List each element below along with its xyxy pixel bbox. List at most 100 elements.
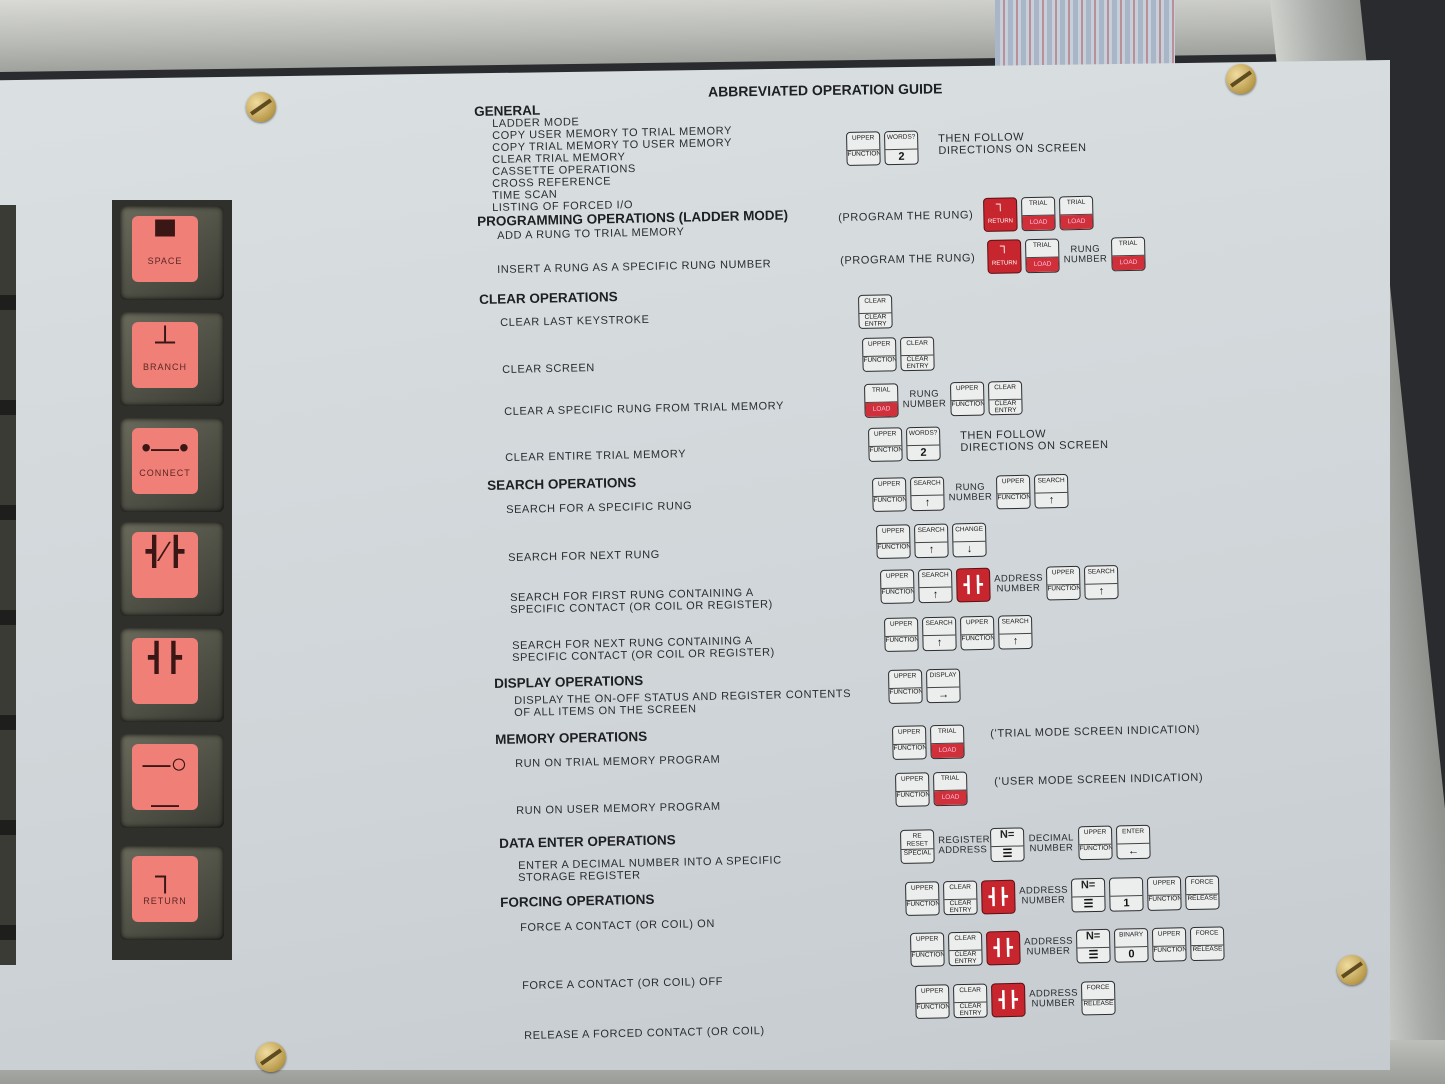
key-top-label: N= — [1076, 929, 1110, 948]
return-key-small[interactable]: ┐RETURN — [983, 197, 1018, 232]
one-key[interactable]: 1 — [1108, 877, 1144, 912]
search-up-key[interactable]: SEARCH↑ — [997, 614, 1033, 650]
equals-bars-icon: ☰ — [1002, 847, 1013, 860]
contact-key[interactable]: ┫┣ — [980, 879, 1016, 915]
return-icon: ┐ — [999, 239, 1009, 253]
key-top-label: SEARCH — [1034, 474, 1068, 494]
key-top-label: SEARCH — [915, 524, 948, 543]
key-bottom-label: LOAD — [865, 401, 898, 417]
down-arrow-icon: ↓ — [966, 542, 973, 555]
key-top-label: TRIAL — [865, 384, 898, 403]
n-equals-key[interactable]: N=☰ — [1070, 877, 1106, 913]
display-right-key[interactable]: DISPLAY→ — [925, 668, 961, 704]
space-key[interactable]: ▀SPACE — [120, 206, 224, 300]
key-top-label: N= — [1071, 878, 1105, 897]
key-top-label: FORCE — [1185, 876, 1219, 895]
contact-key[interactable]: ┫┣ — [990, 982, 1026, 1018]
key-top-label: TRIAL — [1111, 237, 1145, 256]
key-top-label: UPPER — [881, 570, 914, 589]
coil-key[interactable]: —○— — [120, 734, 224, 828]
contact-key[interactable]: ┫┣ — [955, 567, 991, 603]
search-up-key[interactable]: SEARCH↑ — [917, 568, 953, 604]
search-up-key[interactable]: SEARCH↑ — [921, 616, 957, 652]
key-bottom-label: CLEAR ENTRY — [864, 312, 887, 328]
key-top-label: SEARCH — [919, 569, 952, 588]
words-2-key[interactable]: WORDS?2 — [905, 426, 941, 462]
nc-contact-key[interactable]: ┫∕┣ — [120, 522, 224, 616]
search-up-key[interactable]: SEARCH↑ — [1033, 473, 1069, 509]
clear-entire-note: THEN FOLLOW DIRECTIONS ON SCREEN — [960, 428, 1109, 454]
key-bottom-label: LOAD — [1022, 215, 1055, 231]
key-top-label: CLEAR — [954, 984, 987, 1003]
return-key[interactable]: ┐RETURN — [120, 846, 224, 940]
key-bottom-label: SPECIAL — [903, 849, 932, 857]
return-key-small[interactable]: ┐ RETURN — [987, 239, 1022, 274]
key-top-label: UPPER — [885, 618, 918, 637]
coil-icon: —○— — [142, 748, 188, 819]
words-2-key[interactable]: WORDS?2 — [883, 130, 919, 166]
n-equals-key[interactable]: N=☰ — [989, 827, 1025, 863]
key-bottom-label: LOAD — [934, 790, 967, 806]
enter-key[interactable]: ENTER← — [1115, 824, 1151, 860]
key-bottom-label: RETURN — [991, 259, 1018, 267]
branch-key[interactable]: ┴BRANCH — [120, 312, 224, 406]
left-arrow-icon: ← — [1127, 844, 1140, 857]
search-up-key[interactable]: SEARCH↑ — [1083, 565, 1119, 600]
contact-icon: ┫┣ — [993, 939, 1014, 958]
key-top-label: RE RESET — [901, 830, 934, 850]
contact-key[interactable]: ┫┣ — [985, 930, 1021, 966]
search-up-key[interactable]: SEARCH↑ — [909, 476, 945, 512]
change-down-key[interactable]: CHANGE↓ — [951, 522, 987, 558]
key-bottom-label: FUNCTION — [1047, 584, 1081, 592]
address-number-label: ADDRESS NUMBER — [1029, 987, 1079, 1010]
key-bottom-label: CLEAR ENTRY — [954, 950, 977, 965]
search-up-key[interactable]: SEARCH↑ — [913, 523, 949, 559]
key-top-label: TRIAL — [1022, 197, 1055, 216]
connect-key[interactable]: •—•CONNECT — [120, 418, 224, 512]
key-bottom-label: RELEASE — [1192, 944, 1223, 953]
n-equals-key[interactable]: N=☰ — [1075, 928, 1111, 964]
key-top-label: UPPER — [1078, 826, 1112, 845]
key-top-label: UPPER — [906, 882, 939, 901]
no-contact-key[interactable]: ┫┣ — [120, 628, 224, 722]
